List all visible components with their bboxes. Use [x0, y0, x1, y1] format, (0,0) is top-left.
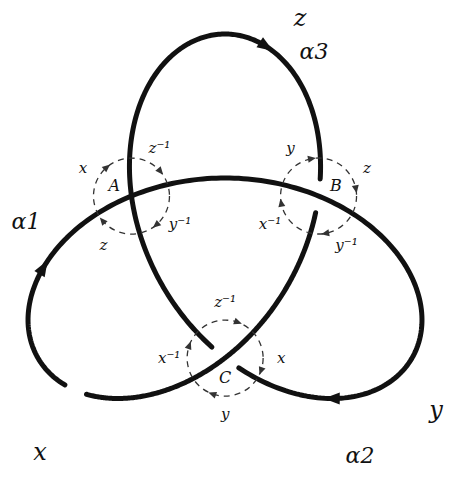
- loop-arrow: [278, 199, 285, 207]
- loop-arrow: [102, 164, 110, 172]
- strand-name: x: [33, 440, 47, 464]
- generator-label: z: [100, 237, 108, 252]
- arc-name: α1: [12, 211, 41, 233]
- generator-label: x: [79, 161, 87, 176]
- generator-label: z⁻¹: [149, 140, 171, 155]
- loop-arrow: [185, 341, 192, 350]
- loop-arrow: [153, 220, 161, 228]
- direction-arrow: [256, 37, 273, 51]
- generator-label: x: [277, 351, 285, 366]
- direction-arrow: [34, 260, 47, 277]
- loop-arrow: [352, 185, 359, 193]
- loop-arrow: [155, 166, 163, 174]
- loop-arrow: [321, 229, 329, 236]
- arc-name: α3: [300, 41, 329, 63]
- loop-arrow: [100, 217, 108, 225]
- loop-arrow: [208, 392, 217, 399]
- crossing-loop: [187, 320, 263, 396]
- loop-arrow: [233, 318, 242, 325]
- crossing-name: A: [108, 178, 120, 194]
- crossing-loop: [93, 158, 169, 234]
- strand-name: z: [294, 6, 307, 30]
- crossing-loop: [281, 158, 357, 234]
- loop-arrow: [307, 156, 315, 163]
- knot-strand: [28, 178, 422, 398]
- generator-label: y: [221, 407, 229, 422]
- generator-label: y⁻¹: [169, 217, 191, 232]
- knot-strand: [87, 213, 316, 399]
- generator-label: y: [286, 140, 294, 155]
- arc-name: α2: [346, 445, 375, 467]
- crossing-name: C: [219, 370, 231, 386]
- generator-label: z: [363, 161, 371, 176]
- generator-label: x⁻¹: [259, 217, 281, 232]
- knot-strand: [129, 34, 320, 347]
- generator-label: z⁻¹: [214, 295, 236, 310]
- crossing-name: B: [330, 178, 342, 194]
- direction-arrow: [324, 393, 340, 405]
- generator-label: x⁻¹: [158, 351, 180, 366]
- strand-name: y: [429, 398, 443, 422]
- generator-label: y⁻¹: [335, 237, 357, 252]
- loop-arrow: [259, 366, 266, 375]
